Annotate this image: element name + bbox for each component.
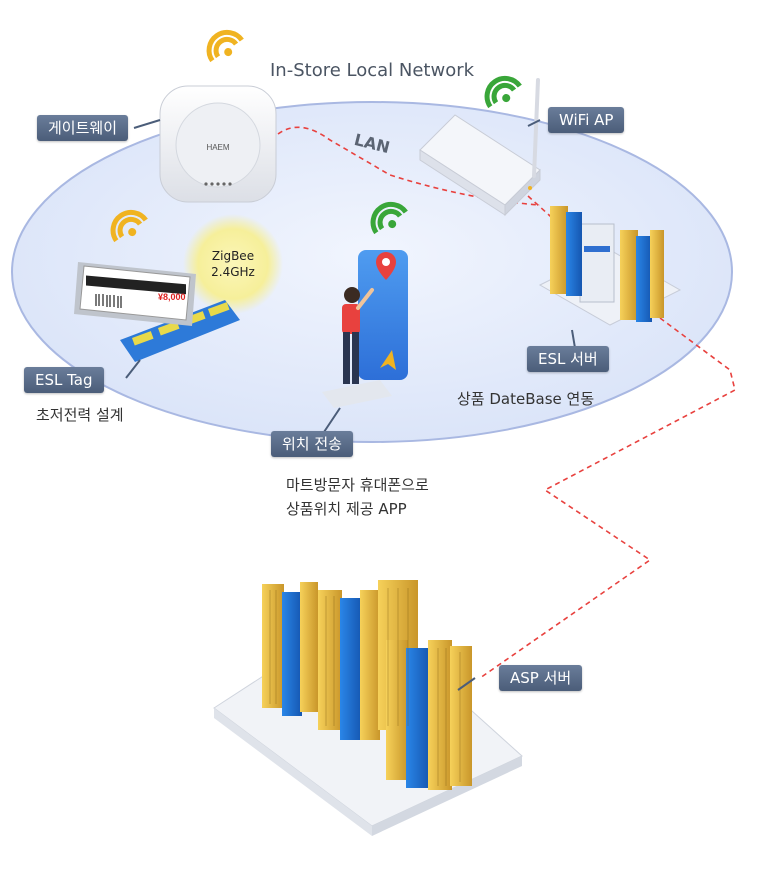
esl-tag-label: ESL Tag — [24, 367, 104, 393]
wifi-icon — [110, 209, 148, 243]
wifi-icon — [370, 201, 408, 235]
location-app-device — [322, 250, 408, 408]
ap-esl-link — [527, 195, 561, 226]
asp-server — [213, 580, 523, 836]
zigbee-label: ZigBee 2.4GHz — [200, 248, 266, 280]
wifi-icon — [484, 75, 522, 109]
location-caption-line2: 상품위치 제공 APP — [286, 500, 407, 518]
person — [342, 287, 374, 384]
esl-server-caption: 상품 DateBase 연동 — [457, 390, 595, 408]
callout-lines — [125, 119, 576, 691]
zigbee-glow — [183, 214, 283, 314]
wifi-ap-device — [419, 78, 541, 217]
gateway-device: HAEM — [159, 85, 277, 203]
zigbee-line2: 2.4GHz — [211, 265, 255, 279]
asp-server-label: ASP 서버 — [499, 665, 583, 691]
location-pin-icon — [376, 252, 396, 280]
esl-server — [538, 206, 682, 326]
esl-tag-caption: 초저전력 설계 — [36, 406, 124, 424]
esl-asp-link — [479, 317, 736, 679]
gateway-label: 게이트웨이 — [37, 115, 129, 141]
location-caption-line1: 마트방문자 휴대폰으로 — [286, 476, 429, 494]
esl-tag-device: ¥8,000 — [74, 262, 240, 362]
esl-server-label: ESL 서버 — [527, 346, 609, 372]
gateway-logo: HAEM — [206, 143, 229, 152]
network-title: In-Store Local Network — [270, 60, 475, 81]
lan-link — [277, 126, 541, 206]
esl-price: ¥8,000 — [158, 292, 186, 302]
wifi-icon — [206, 29, 244, 63]
location-label: 위치 전송 — [271, 431, 353, 457]
navigation-arrow-icon — [380, 350, 396, 370]
wifi-ap-label: WiFi AP — [548, 107, 625, 133]
zigbee-line1: ZigBee — [211, 249, 255, 263]
